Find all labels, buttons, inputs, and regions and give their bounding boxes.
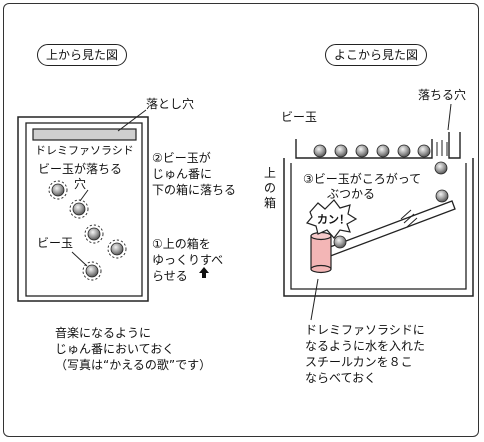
marble (334, 144, 348, 158)
marble-ring (84, 224, 104, 244)
marble (313, 144, 327, 158)
marble (110, 242, 124, 256)
drop-hole-label: 落とし穴 (146, 97, 195, 111)
marble (87, 227, 101, 241)
marble (85, 264, 99, 278)
top-view-title: 上から見た図 (37, 44, 128, 66)
step3-text: ③ビー玉がころがって ぶつかる (303, 172, 422, 201)
side-view (283, 103, 474, 321)
marble (333, 235, 347, 249)
marble (397, 144, 411, 158)
side-view-title: よこから見た図 (325, 44, 428, 66)
top-view (17, 109, 209, 302)
drop-hole-label-side: 落ちる穴 (418, 88, 467, 102)
drop-opening (448, 132, 461, 159)
marble (417, 144, 431, 158)
lower-box-inner (290, 163, 467, 290)
outer-frame (3, 3, 479, 437)
upper-box-outer (17, 116, 149, 302)
marble-leader (71, 251, 88, 267)
marble-label-side: ビー玉 (281, 110, 318, 124)
marbles-top (48, 180, 127, 281)
drop-hole-slot (32, 128, 137, 141)
marble-label: ビー玉 (37, 236, 74, 250)
marble (51, 183, 65, 197)
arrangement-note: 音楽になるように じゅん番においておく （写真は“かえるの歌”です） (55, 326, 212, 372)
lower-box-outer (283, 158, 474, 297)
can-note: ドレミファソラシドに なるように水を入れた スチールカンを８こ ならべておく (305, 323, 426, 385)
marble (355, 144, 369, 158)
upper-box-inner (25, 122, 143, 297)
hole-leader (117, 109, 147, 132)
falls-leader (79, 189, 89, 202)
upper-box-tray (295, 139, 433, 159)
marble-falls-label: ビー玉が落ちる 穴 (38, 162, 123, 191)
marble (376, 144, 390, 158)
upper-box-label: 上 の 箱 (264, 166, 277, 210)
marble-ring (82, 261, 102, 281)
marble (435, 189, 449, 203)
steel-can-icon (310, 231, 332, 274)
fall-motion-lines (436, 140, 448, 156)
marble-ring (48, 180, 68, 200)
bang-text: カン！ (317, 213, 350, 226)
marble-ring (69, 199, 89, 219)
step2-text: ②ビー玉が じゅん番に 下の箱に落ちる (152, 151, 237, 197)
roll-motion-lines (400, 209, 418, 228)
can-note-leader (310, 278, 319, 321)
marble (72, 202, 86, 216)
step1-text: ①上の箱を ゆっくりすべ らせる (152, 237, 224, 283)
falling-marble (434, 161, 448, 175)
bang-burst (305, 199, 358, 239)
hole-leader (447, 103, 452, 131)
up-arrow-icon (199, 267, 209, 278)
marble-ring (107, 239, 127, 259)
scale-label: ドレミファソラシド (35, 144, 134, 157)
marbles-side (313, 144, 431, 158)
